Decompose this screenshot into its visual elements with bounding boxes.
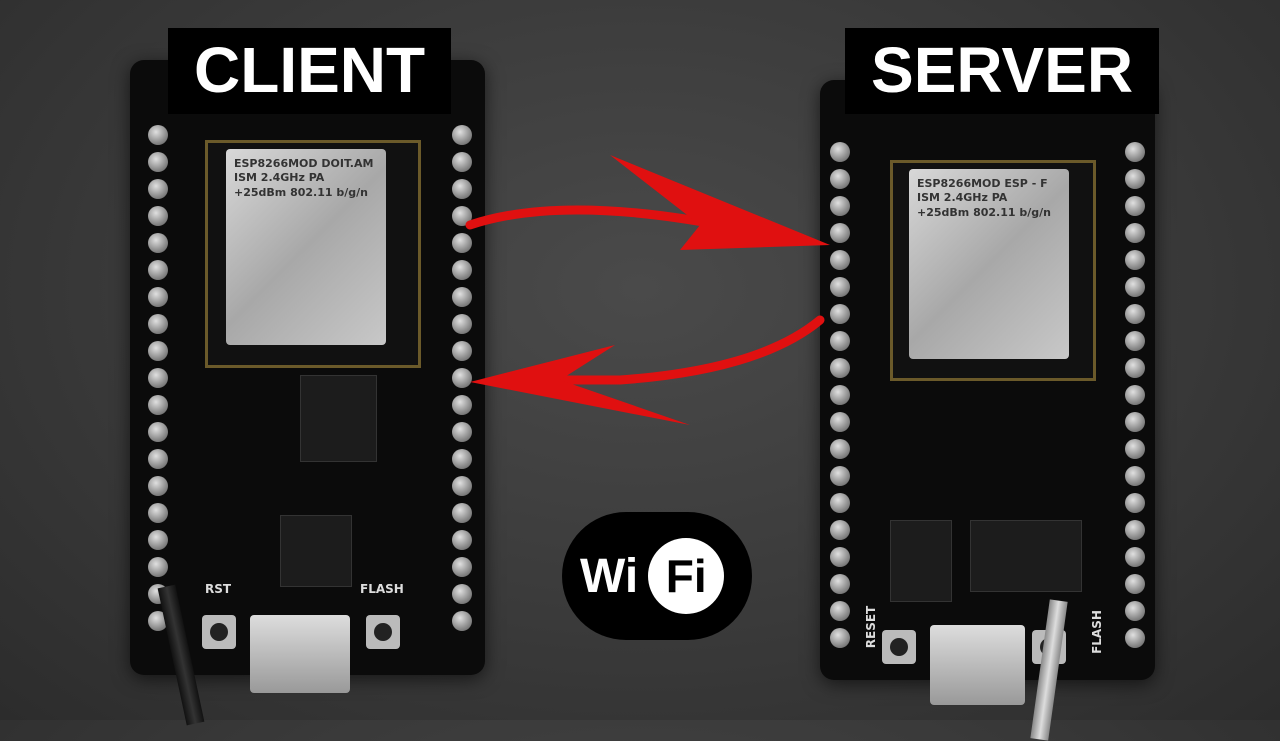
server-label: SERVER [845,28,1160,114]
arrow-server-to-client-head [470,345,690,425]
client-flash-label: FLASH [360,582,404,596]
server-usb-port [930,625,1025,705]
client-flash-button[interactable] [366,615,400,649]
arrow-client-to-server-head [610,155,830,250]
server-reset-button[interactable] [882,630,916,664]
server-regulator [890,520,952,602]
server-board: ESP8266MOD ESP - F ISM 2.4GHz PA +25dBm … [820,80,1155,705]
client-rst-label: RST [205,582,232,596]
client-esp-module: ESP8266MOD DOIT.AM ISM 2.4GHz PA +25dBm … [205,140,421,368]
client-board: ESP8266MOD DOIT.AM ISM 2.4GHz PA +25dBm … [130,60,485,693]
client-pins-left [148,125,168,631]
wifi-logo: Wi Fi [562,512,752,640]
wifi-logo-wi: Wi [580,549,639,603]
server-module-shield: ESP8266MOD ESP - F ISM 2.4GHz PA +25dBm … [909,169,1069,359]
server-usb-chip [970,520,1082,592]
client-pins-right [452,125,472,631]
server-pins-right [1125,142,1145,648]
client-usb-port [250,615,350,693]
wifi-logo-fi: Fi [648,538,725,614]
arrows [465,155,830,425]
client-usb-chip [280,515,352,587]
client-regulator [300,375,377,462]
arrow-server-to-client [495,315,825,385]
client-rst-button[interactable] [202,615,236,649]
server-esp-module: ESP8266MOD ESP - F ISM 2.4GHz PA +25dBm … [890,160,1096,381]
server-pins-left [830,142,850,648]
client-module-shield: ESP8266MOD DOIT.AM ISM 2.4GHz PA +25dBm … [226,149,386,345]
client-label: CLIENT [168,28,452,114]
